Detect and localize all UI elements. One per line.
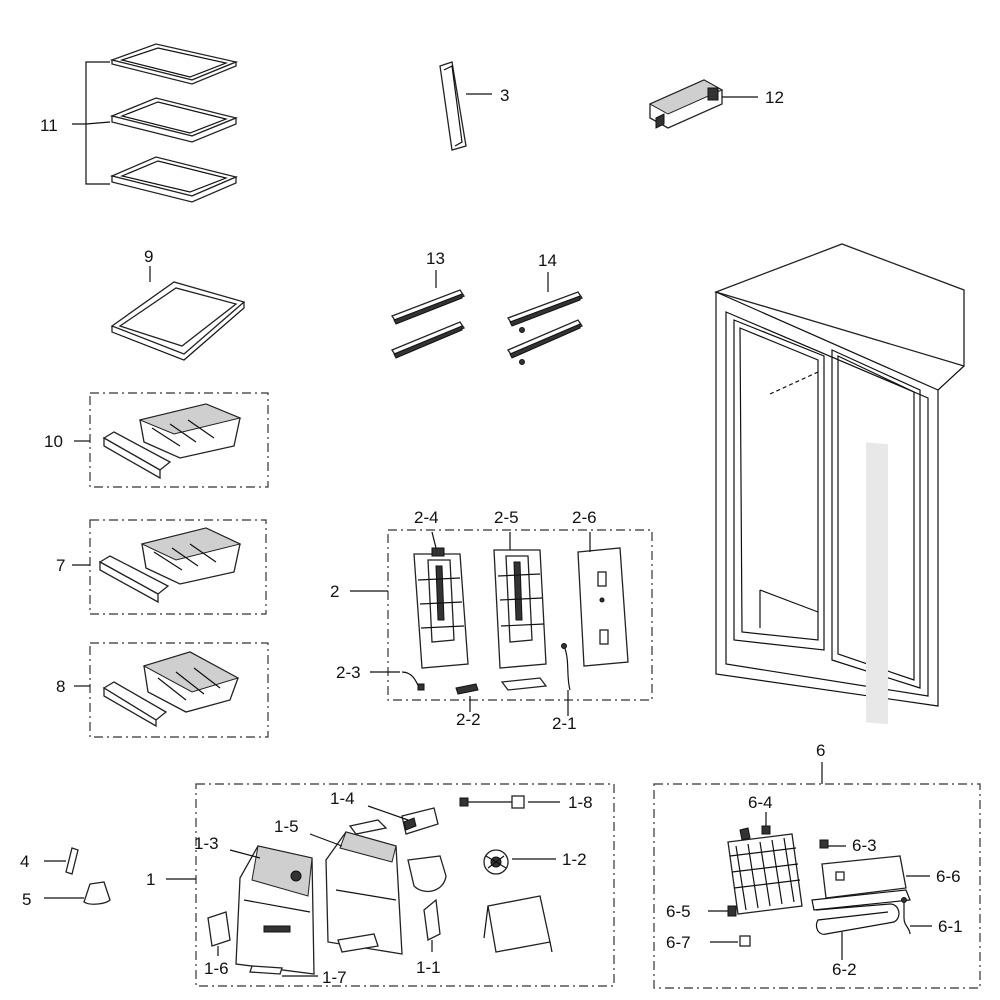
label-1-1: 1-1 <box>416 958 441 977</box>
label-2-2: 2-2 <box>456 710 481 729</box>
label-5: 5 <box>22 890 31 909</box>
part-1-7-strip[interactable] <box>249 965 318 977</box>
part-12-ice-maker[interactable] <box>648 79 758 129</box>
label-11: 11 <box>40 116 58 135</box>
label-12: 12 <box>765 88 784 107</box>
label-2: 2 <box>330 582 339 601</box>
label-1-4: 1-4 <box>330 789 355 808</box>
part-2-2-heater[interactable] <box>455 677 548 712</box>
part-2-1-sensor[interactable] <box>561 643 571 717</box>
label-6-2: 6-2 <box>832 960 857 979</box>
part-2-group-box <box>387 529 653 701</box>
part-6-7-clip[interactable] <box>710 935 751 947</box>
label-6-3: 6-3 <box>852 836 877 855</box>
part-6-6-accumulator-cover[interactable] <box>811 855 930 911</box>
label-4: 4 <box>20 852 29 871</box>
part-8-group-box <box>89 642 269 738</box>
part-3-cover[interactable] <box>439 61 492 151</box>
part-4-clip[interactable] <box>44 847 79 875</box>
label-1: 1 <box>146 870 155 889</box>
refrigerator-cabinet <box>713 243 965 725</box>
part-14-rails[interactable] <box>507 272 583 365</box>
part-10-drawer[interactable] <box>74 403 242 480</box>
label-7: 7 <box>56 556 65 575</box>
part-2-4-evaporator-cover[interactable] <box>413 531 469 669</box>
part-1-6-insulation[interactable] <box>207 911 231 956</box>
label-6-5: 6-5 <box>666 902 691 921</box>
part-1-group-box <box>195 783 615 987</box>
label-3: 3 <box>500 86 509 105</box>
part-7-group-box <box>89 519 267 615</box>
part-11-bracket <box>72 61 111 185</box>
label-2-5: 2-5 <box>494 508 519 527</box>
part-1-1-bracket[interactable] <box>423 898 441 952</box>
label-2-4: 2-4 <box>414 508 439 527</box>
label-6-7: 6-7 <box>666 933 691 952</box>
label-1-5: 1-5 <box>274 817 299 836</box>
part-6-group-box <box>653 783 981 989</box>
label-2-3: 2-3 <box>336 663 361 682</box>
label-1-2: 1-2 <box>562 850 587 869</box>
label-1-8: 1-8 <box>568 793 593 812</box>
label-8: 8 <box>56 677 65 696</box>
part-6-1-sensor[interactable] <box>901 897 933 935</box>
part-1-fan-shroud <box>407 855 447 893</box>
part-6-4-clip[interactable] <box>761 812 771 835</box>
label-1-6: 1-6 <box>204 959 229 978</box>
part-11-shelves[interactable] <box>72 43 239 203</box>
part-1-3-cover-front[interactable] <box>229 845 315 975</box>
label-6-1: 6-1 <box>938 917 963 936</box>
part-2-3-sensor-wire[interactable] <box>370 671 425 691</box>
label-6-6: 6-6 <box>936 867 961 886</box>
shelf-bottom <box>109 156 239 203</box>
label-6: 6 <box>816 741 825 760</box>
part-6-5-holder[interactable] <box>708 905 737 917</box>
part-1-back-panel <box>337 895 553 953</box>
part-13-rails[interactable] <box>391 270 465 359</box>
part-6-2-heater[interactable] <box>815 903 900 960</box>
label-2-6: 2-6 <box>572 508 597 527</box>
label-13: 13 <box>426 249 445 268</box>
shelf-middle <box>109 97 239 143</box>
part-8-drawer[interactable] <box>74 651 240 728</box>
part-1-2-fan[interactable] <box>483 849 556 875</box>
part-2-5-evaporator-cover[interactable] <box>493 532 547 669</box>
part-5-cap[interactable] <box>44 881 111 905</box>
part-1-8-wire-harness[interactable] <box>459 795 560 809</box>
label-1-7: 1-7 <box>322 968 347 987</box>
label-10: 10 <box>44 432 63 451</box>
label-1-3: 1-3 <box>194 834 219 853</box>
shelf-top <box>109 43 239 85</box>
part-6-evaporator[interactable] <box>727 827 803 915</box>
label-14: 14 <box>538 251 557 270</box>
part-10-group-box <box>89 392 269 488</box>
label-9: 9 <box>144 247 153 266</box>
part-6-3-sensor[interactable] <box>819 839 846 849</box>
part-9-shelf[interactable] <box>110 266 246 361</box>
part-7-drawer[interactable] <box>72 527 242 604</box>
part-2-6-panel[interactable] <box>577 532 629 667</box>
label-2-1: 2-1 <box>552 714 577 733</box>
part-1-4-duct[interactable] <box>348 805 439 835</box>
part-1-5-fan-case[interactable] <box>309 831 403 955</box>
label-6-4: 6-4 <box>748 793 773 812</box>
